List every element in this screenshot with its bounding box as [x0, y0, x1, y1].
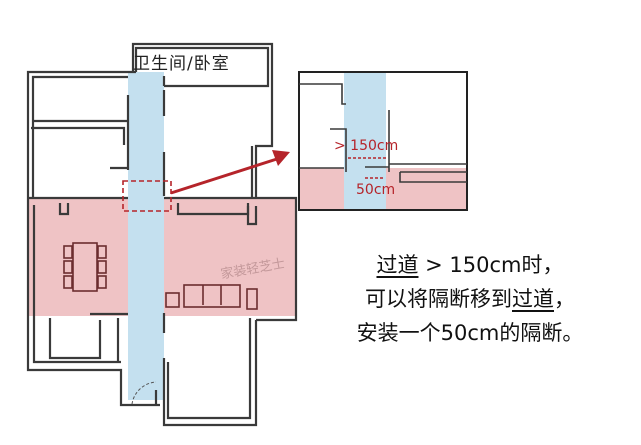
corridor-zone [128, 72, 164, 400]
door-swing [131, 381, 157, 405]
dimension-partition-width: 50cm [356, 182, 396, 198]
dining-table-icon [63, 242, 107, 292]
caption-line-1-rest: > 150cm时， [418, 253, 564, 277]
caption-line-3: 安装一个50cm的隔断。 [356, 321, 584, 345]
caption-line-1-keyword: 过道 [376, 253, 419, 277]
caption-line-1: 过道 > 150cm时， [300, 248, 640, 282]
sofa-icon [165, 284, 258, 310]
walls [26, 42, 298, 427]
pointer-arrow [170, 156, 281, 195]
room-label-bathroom-bedroom: 卫生间/卧室 [133, 54, 230, 74]
dimension-corridor-width: > 150cm [334, 138, 399, 154]
caption-line-2-keyword: 过道 [512, 287, 554, 311]
caption-line-2-end: ， [554, 287, 575, 311]
arrow-head-icon [272, 150, 290, 166]
caption-text: 过道 > 150cm时， 可以将隔断移到过道， 安装一个50cm的隔断。 [300, 248, 640, 350]
caption-line-2-start: 可以将隔断移到 [365, 287, 512, 311]
highlight-box [122, 180, 172, 212]
inset-zoom-view [298, 71, 468, 211]
caption-line-2: 可以将隔断移到过道， [300, 282, 640, 316]
